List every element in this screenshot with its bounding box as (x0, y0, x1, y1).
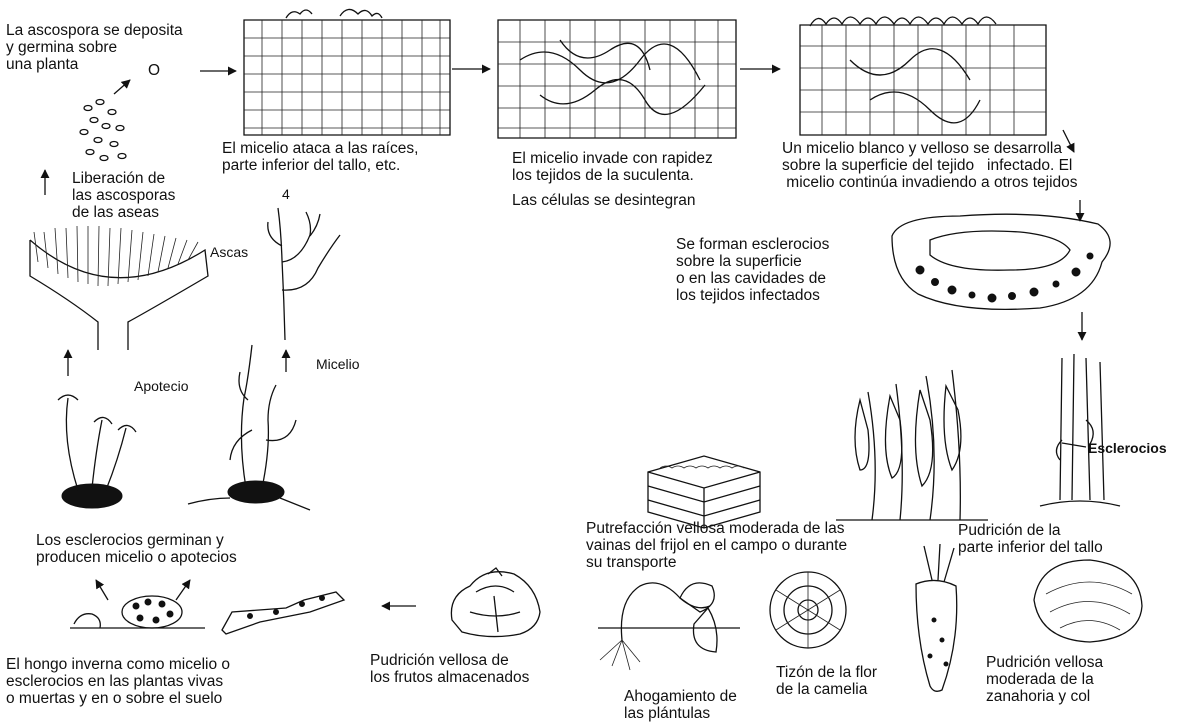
label-carrot-cabbage: Pudrición vellosa moderada de la zanahor… (986, 654, 1103, 705)
label-white-mycelium: Un micelio blanco y velloso se desarroll… (782, 140, 1078, 191)
cabbage (1034, 560, 1142, 642)
label-ascospore-release: Liberación de las ascosporas de las asea… (72, 170, 175, 221)
arrow-spores-up (114, 80, 130, 94)
label-bean-rot: Putrefacción vellosa moderada de las vai… (586, 520, 847, 571)
label-stored-fruit: Pudrición vellosa de los frutos almacena… (370, 652, 529, 686)
bean-crate (648, 456, 760, 528)
apothecium-section (30, 226, 208, 350)
camellia-flower (770, 572, 846, 648)
label-camellia-blight: Tizón de la flor de la camelia (776, 664, 877, 698)
label-marker-o: O (148, 62, 160, 79)
infected-stalk-on-ground (222, 592, 344, 634)
tissue-block-invaded (498, 20, 736, 138)
label-apotecio: Apotecio (134, 378, 188, 395)
label-seedling-damping: Ahogamiento de las plántulas (624, 688, 737, 722)
arrow-to-esclerocios (1062, 443, 1086, 447)
carrot (916, 544, 957, 691)
label-marker-4: 4 (282, 186, 290, 203)
infected-fruit (892, 214, 1110, 309)
label-ascas: Ascas (210, 244, 248, 261)
label-overwinter: El hongo inverna como micelio o escleroc… (6, 656, 230, 707)
mycelium-on-sclerotium (188, 345, 310, 510)
ascospores (80, 100, 126, 161)
mycelium-branch (268, 208, 340, 340)
arrow-soil-up-right (176, 580, 190, 600)
apothecia-on-sclerotium (58, 395, 136, 508)
stored-fruits (451, 568, 540, 637)
label-mycelium-attacks: El micelio ataca a las raíces, parte inf… (222, 140, 418, 174)
label-stem-rot: Pudrición de la parte inferior del tallo (958, 522, 1103, 556)
arrow-soil-up-left (96, 580, 108, 600)
label-esclerocios: Esclerocios (1088, 440, 1167, 457)
stem-with-sclerotia (1040, 354, 1120, 506)
damped-seedling (598, 583, 740, 670)
label-cells-disintegrate: Las células se desintegran (512, 192, 696, 209)
wilted-bean-plants (836, 370, 988, 520)
overwintering-sclerotia (70, 596, 205, 628)
label-micelio: Micelio (316, 356, 360, 373)
label-sclerotia-form: Se forman esclerocios sobre la superfici… (676, 236, 829, 304)
label-mycelium-invades: El micelio invade con rapidez los tejido… (512, 150, 713, 184)
tissue-block-roots (244, 9, 450, 135)
tissue-block-white-mycelium (800, 17, 1046, 135)
label-sclerotia-germinate: Los esclerocios germinan y producen mice… (36, 532, 237, 566)
